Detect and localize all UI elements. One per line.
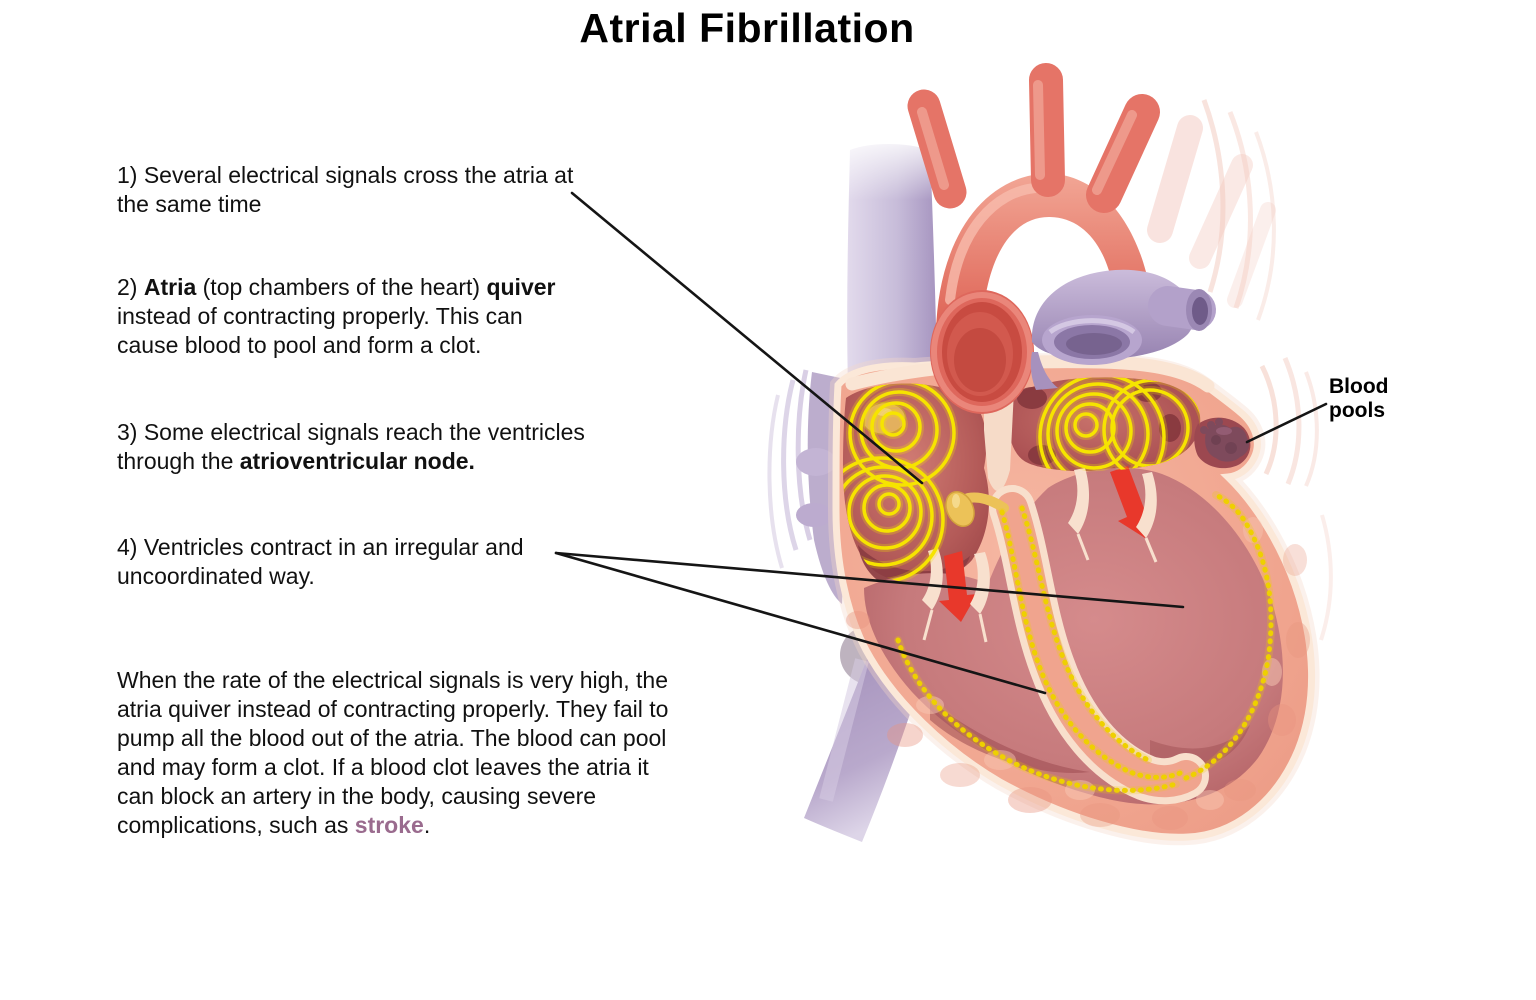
blood-clot [1194, 417, 1251, 469]
annotation-step2: 2) Atria (top chambers of the heart) qui… [117, 274, 556, 358]
wall-texture [846, 517, 1310, 830]
annotation-step4: 4) Ventricles contract in an irregular a… [117, 534, 524, 589]
annotation-step1: 1) Several electrical signals cross the … [117, 162, 574, 217]
page-title: Atrial Fibrillation [579, 5, 915, 51]
fibrillation-signals-left-atrium [1036, 377, 1201, 472]
pointer-line-step4-right-ventricle [554, 551, 1047, 695]
motion-lines-right [1259, 357, 1333, 641]
annotation-summary: When the rate of the electrical signals … [117, 667, 669, 838]
pulmonary-root-opening [1042, 315, 1142, 365]
av-node [945, 491, 1009, 527]
aorta [907, 63, 1160, 414]
pointer-line-blood-pools [1245, 402, 1328, 444]
pulmonary-artery [1030, 269, 1216, 390]
aortic-branches [907, 63, 1160, 213]
valve-leaflets [922, 468, 1158, 643]
pointer-line-step1 [570, 191, 924, 485]
blood-pools-label: Blood pools [1329, 375, 1389, 422]
motion-lines-top-right [1201, 99, 1276, 321]
pointer-line-step4-left-ventricle [554, 551, 1185, 609]
purkinje-fibers [894, 491, 1275, 795]
superior-vena-cava [844, 138, 942, 390]
pointer-lines [554, 191, 1328, 695]
annotation-step3: 3) Some electrical signals reach the ven… [117, 419, 585, 474]
interventricular-septum [989, 485, 1209, 805]
aortic-root-opening [930, 290, 1034, 414]
